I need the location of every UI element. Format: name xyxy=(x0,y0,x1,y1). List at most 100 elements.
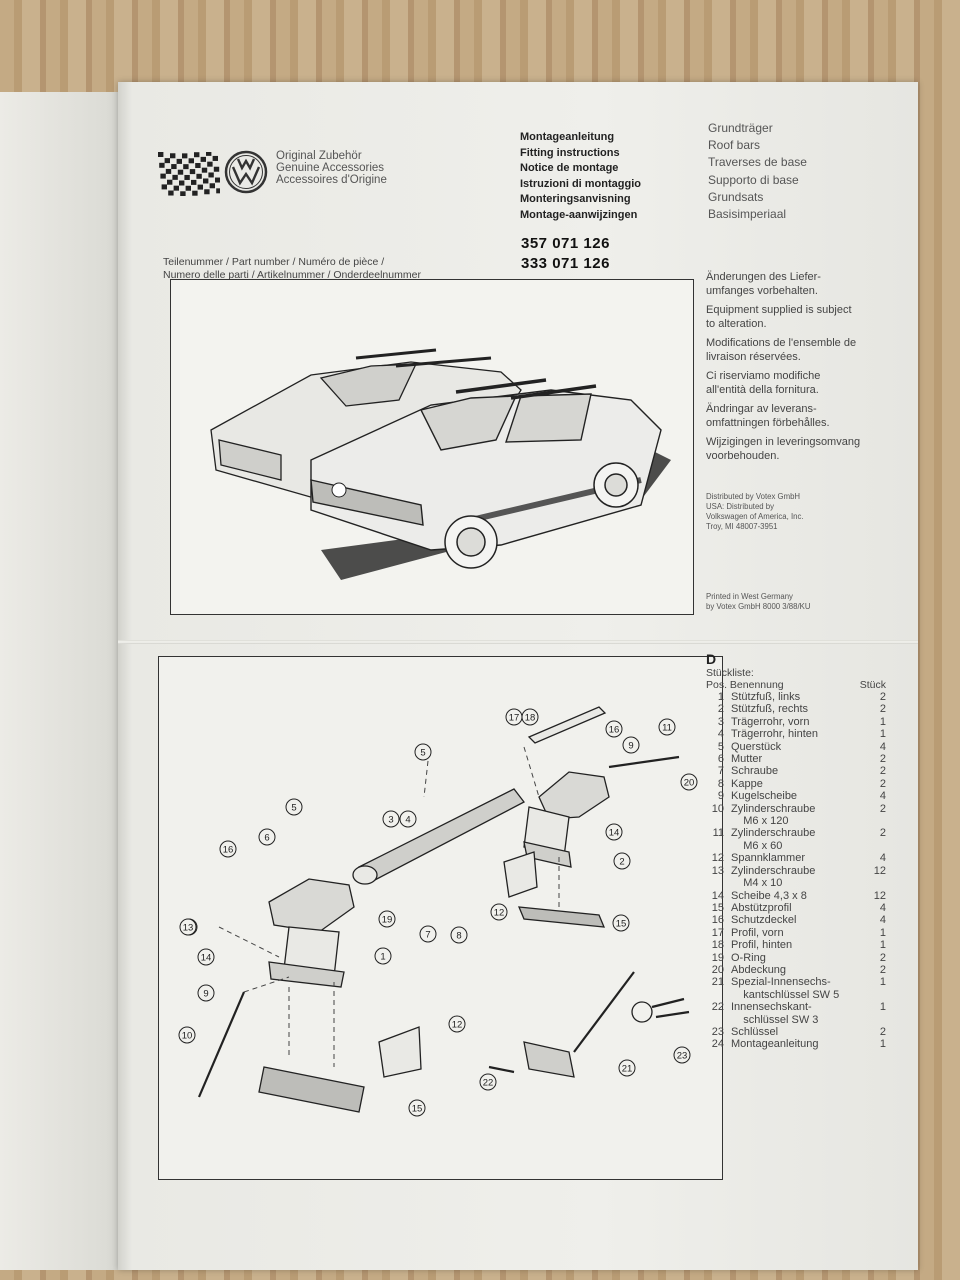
part-callout: 17 xyxy=(505,708,523,726)
part-position: 8 xyxy=(717,777,724,790)
product-names: Grundträger Roof bars Traverses de base … xyxy=(708,120,807,223)
flag-square xyxy=(194,152,200,158)
notes-block: Änderungen des Liefer-umfanges vorbehalt… xyxy=(706,270,886,468)
part-callout: 6 xyxy=(258,828,276,846)
part-quantity: 4 xyxy=(879,852,886,865)
note-line: Wijzigingen in leveringsomvang xyxy=(706,436,861,448)
part-quantity: 4 xyxy=(879,914,886,927)
flag-square xyxy=(200,156,206,162)
note-line: Equipment supplied is subject xyxy=(706,304,852,316)
flag-square xyxy=(158,152,164,157)
part-quantity: 2 xyxy=(879,753,886,766)
part-position: 21 xyxy=(711,976,724,989)
part-numbers: 357 071 126 333 071 126 xyxy=(521,234,610,274)
part-callout: 3 xyxy=(382,810,400,828)
part-name: Kugelscheibe xyxy=(731,790,798,803)
part-callout: 5 xyxy=(414,743,432,761)
part-quantity: 2 xyxy=(879,1025,886,1038)
callout-number: 19 xyxy=(382,915,393,926)
title-line: Montageanleitung xyxy=(520,131,615,143)
title-line: Monteringsanvisning xyxy=(520,193,631,205)
part-callout: 9 xyxy=(197,984,215,1002)
part-callout: 22 xyxy=(479,1073,497,1091)
part-position: 6 xyxy=(717,753,724,766)
part-quantity: 2 xyxy=(879,963,886,976)
note-line: to alteration. xyxy=(706,318,767,330)
distributor-line: Distributed by Votex GmbH xyxy=(706,492,801,501)
flag-square xyxy=(188,158,194,164)
flag-square xyxy=(195,163,201,169)
flag-square xyxy=(192,190,198,196)
note-item: Änderungen des Liefer-umfanges vorbehalt… xyxy=(706,270,886,298)
note-line: Ci riserviamo modifiche xyxy=(706,370,821,382)
flag-square xyxy=(206,152,212,156)
note-item: Equipment supplied is subject to alterati… xyxy=(706,303,886,331)
flag-square xyxy=(171,164,177,170)
part-position: 10 xyxy=(711,802,724,815)
note-line: Änderungen des Liefer- xyxy=(706,271,821,283)
flag-square xyxy=(208,172,214,178)
callout-number: 9 xyxy=(628,741,633,752)
part-quantity: 1 xyxy=(879,1001,886,1014)
callout-number: 1 xyxy=(380,952,385,963)
callout-number: 16 xyxy=(609,725,620,736)
flag-square xyxy=(207,161,213,167)
callout-number: 15 xyxy=(412,1104,423,1115)
part-name: Stützfuß, links xyxy=(731,691,801,703)
part-position: 5 xyxy=(717,740,724,753)
callout-number: 21 xyxy=(622,1064,633,1075)
product-line: Supporto di base xyxy=(708,172,799,187)
part-position: 24 xyxy=(711,1038,724,1051)
flag-square xyxy=(165,168,172,174)
flag-square xyxy=(164,158,170,164)
note-item: Ändringar av leverans-omfattningen förbe… xyxy=(706,402,886,430)
part-name: Innensechskant- schlüssel SW 3 xyxy=(731,1001,819,1026)
flag-square xyxy=(212,155,218,161)
flag-square xyxy=(185,185,191,191)
part-name: Spannklammer xyxy=(731,852,805,865)
part-callout: 14 xyxy=(605,823,623,841)
part-name: Schutzdeckel xyxy=(731,914,797,927)
part-quantity: 12 xyxy=(873,864,886,877)
part-position: 20 xyxy=(711,963,724,976)
part-quantity: 4 xyxy=(879,790,886,803)
callout-number: 22 xyxy=(483,1078,494,1089)
part-position: 3 xyxy=(717,715,724,728)
flag-square xyxy=(170,153,176,159)
part-name: Profil, hinten xyxy=(731,939,793,952)
column-header-position: Pos. Benennung xyxy=(706,679,784,691)
car-illustration-frame xyxy=(170,279,694,615)
distributor-line: USA: Distributed by xyxy=(706,502,775,511)
part-callout: 1 xyxy=(374,947,392,965)
callout-number: 2 xyxy=(619,857,624,868)
flag-square xyxy=(184,174,190,180)
language-code: D xyxy=(706,651,717,667)
part-name: Schlüssel xyxy=(731,1025,779,1038)
part-name: O-Ring xyxy=(731,951,766,964)
product-line: Grundträger xyxy=(708,121,773,135)
part-callout: 15 xyxy=(408,1099,426,1117)
distributor-info: Distributed by Votex GmbH USA: Distribut… xyxy=(706,492,804,532)
callout-number: 9 xyxy=(203,989,208,1000)
brand-line: Genuine Accessories xyxy=(276,162,385,174)
flag-square xyxy=(209,183,215,189)
product-line: Grundsats xyxy=(708,189,764,204)
part-quantity: 2 xyxy=(879,802,886,815)
part-quantity: 12 xyxy=(873,889,886,902)
part-number-label: Teilenummer / Part number / Numéro de pi… xyxy=(163,256,421,281)
part-name: Profil, vorn xyxy=(731,926,784,939)
callout-number: 14 xyxy=(609,828,620,839)
